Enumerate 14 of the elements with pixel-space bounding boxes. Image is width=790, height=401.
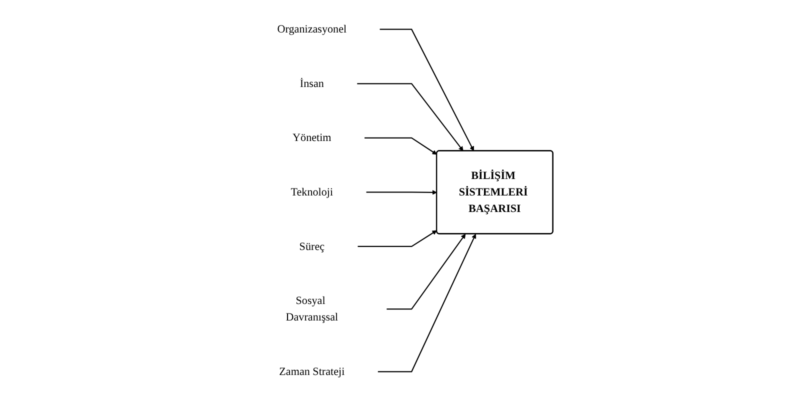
arrow (378, 234, 476, 372)
arrow (357, 83, 464, 152)
node-text: Süreç (299, 240, 325, 253)
node-text: Yönetim (292, 132, 332, 144)
node-text: Teknoloji (290, 186, 334, 198)
arrow (366, 190, 438, 195)
node-text: Organizasyonel (277, 23, 347, 36)
node-text: İnsan (300, 78, 324, 90)
arrow (364, 137, 438, 155)
arrow (386, 234, 466, 310)
arrow (380, 28, 474, 152)
node-text: Sosyal Davranışsal (286, 294, 338, 324)
node-text: Zaman Strateji (279, 366, 345, 378)
arrow (358, 230, 438, 248)
